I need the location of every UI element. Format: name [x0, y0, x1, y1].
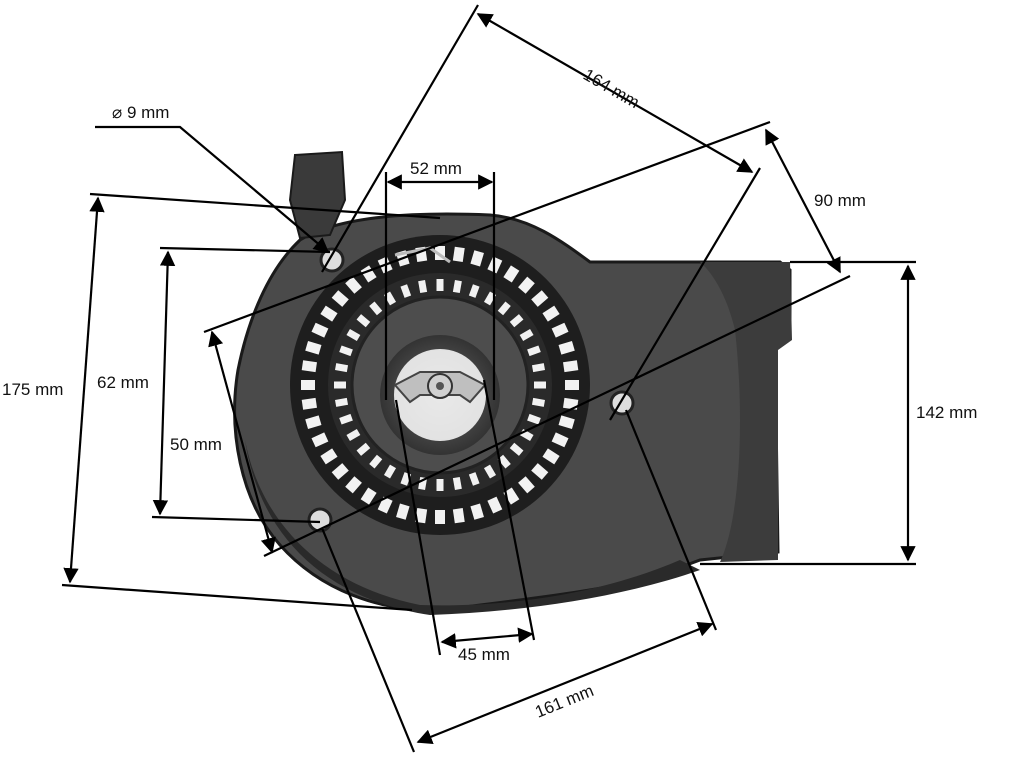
vent-slot [301, 380, 315, 390]
vent-slot [470, 503, 484, 520]
vent-slot [301, 360, 317, 373]
vent-slot [542, 448, 560, 465]
vent-slot [383, 464, 397, 479]
vent-slot [369, 301, 383, 316]
vent-slot [497, 301, 511, 316]
vent-slot [518, 276, 535, 294]
vent-slot [331, 290, 349, 307]
vent-slot [320, 448, 338, 465]
label-142: 142 mm [916, 403, 977, 422]
vent-slot [452, 508, 465, 524]
vent-slot [335, 397, 349, 407]
vent-slot [301, 397, 317, 410]
vent-slot [452, 476, 462, 490]
dim-62 [152, 250, 176, 516]
vent-slot [345, 476, 362, 494]
vent-slots-outer [301, 246, 579, 524]
vent-slot [418, 280, 428, 294]
dim-45 [440, 627, 534, 649]
vent-slot [558, 415, 575, 429]
vent-slot [563, 360, 579, 373]
vent-slot [497, 454, 511, 469]
rope-guide [288, 150, 347, 240]
vent-slot [356, 314, 371, 328]
vent-slot [346, 328, 361, 342]
dim-50 [208, 330, 276, 554]
label-50: 50 mm [170, 435, 222, 454]
vent-slot [435, 510, 445, 524]
vent-slot [468, 472, 480, 486]
vent-slot [331, 463, 349, 480]
label-90: 90 mm [814, 191, 866, 210]
vent-slot [452, 280, 462, 294]
label-hole-diameter: ⌀ 9 mm [112, 103, 169, 122]
vent-slot [396, 503, 410, 520]
vent-slot [503, 265, 520, 283]
vent-slot [468, 284, 480, 298]
vent-slot [531, 290, 549, 307]
vent-slot [335, 363, 349, 373]
vent-slot [356, 442, 371, 456]
label-161: 161 mm [532, 681, 596, 722]
label-52: 52 mm [410, 159, 462, 178]
vent-slot [503, 487, 520, 505]
vent-slot [400, 284, 412, 298]
vent-slot [369, 454, 383, 469]
label-164: 164 mm [580, 65, 643, 112]
vent-slot [518, 476, 535, 494]
vent-slot [320, 305, 338, 322]
vent-slot [305, 341, 322, 355]
vent-slot [436, 479, 444, 491]
vent-slot [509, 442, 524, 456]
vent-slot [311, 322, 329, 338]
vent-slot [470, 250, 484, 267]
vent-slot [360, 487, 377, 505]
label-45: 45 mm [458, 645, 510, 664]
vent-slot [436, 279, 444, 291]
mount-hole-bottom [307, 507, 333, 533]
vent-slots-inner [334, 279, 546, 491]
dimension-lines [61, 4, 916, 753]
vent-slot [542, 305, 560, 322]
vent-slot [527, 413, 541, 425]
vent-slot [531, 463, 549, 480]
vent-slot [435, 246, 445, 260]
dim-175 [63, 196, 105, 584]
label-175: 175 mm [2, 380, 63, 399]
vent-slot [311, 432, 329, 448]
vent-slot [509, 314, 524, 328]
label-62: 62 mm [97, 373, 149, 392]
vent-slot [415, 508, 428, 524]
vent-slot [487, 496, 503, 514]
housing-flange [700, 262, 792, 562]
vent-slot [305, 415, 322, 429]
vent-slot [334, 381, 346, 389]
vent-slot [551, 432, 569, 448]
vent-slot [565, 380, 579, 390]
vent-slot [377, 496, 393, 514]
leader-hole-diameter [95, 125, 330, 253]
vent-slot [551, 322, 569, 338]
dim-161 [416, 622, 714, 744]
vent-slot [360, 265, 377, 283]
vent-slot [339, 345, 353, 357]
vent-slot [531, 363, 545, 373]
vent-slot [531, 397, 545, 407]
vent-slot [558, 341, 575, 355]
vent-slot [483, 464, 497, 479]
vent-slot [519, 328, 534, 342]
vent-slot [339, 413, 353, 425]
vent-slot [345, 276, 362, 294]
vent-slot [346, 428, 361, 442]
vent-slot [527, 345, 541, 357]
vent-slot [534, 381, 546, 389]
vent-slot [452, 246, 465, 262]
dim-90 [765, 128, 841, 274]
starter-housing [233, 150, 792, 615]
